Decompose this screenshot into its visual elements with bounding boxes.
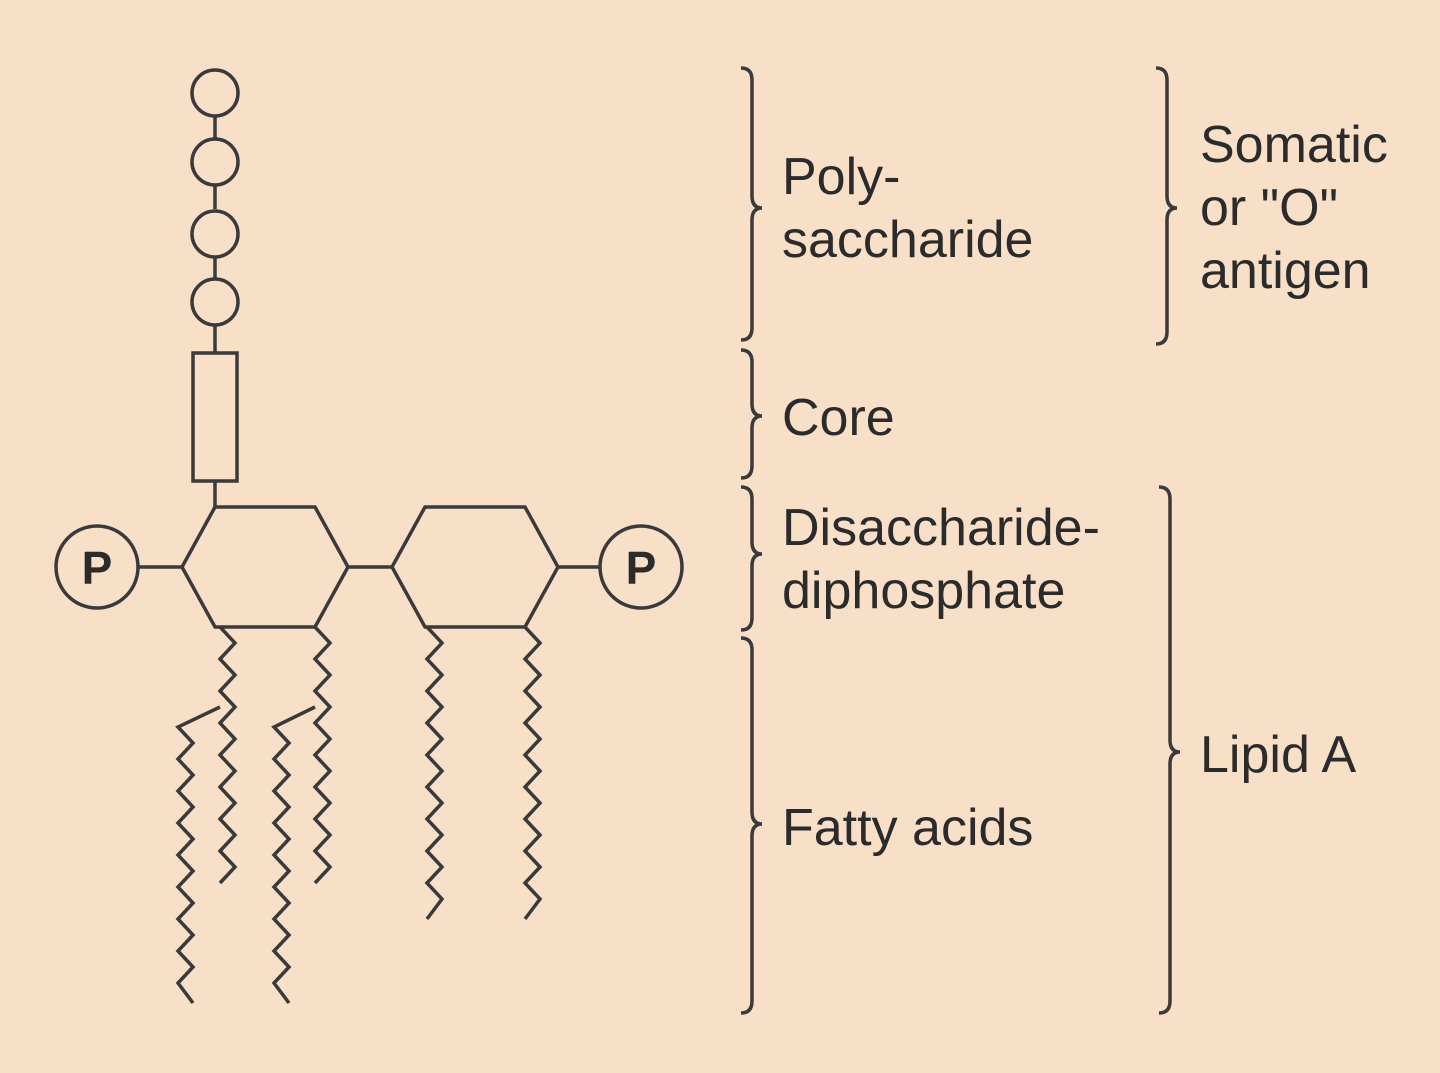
fatty-acid-chain-4 (271, 705, 316, 1005)
label-disaccharide-line2: diphosphate (782, 562, 1065, 620)
label-lipid-a: Lipid A (1200, 726, 1356, 784)
fatty-acid-chain-6 (522, 625, 543, 921)
bracket-somatic-antigen (1155, 66, 1178, 346)
label-disaccharide-line1: Disaccharide- (782, 499, 1100, 557)
label-somatic-line3: antigen (1200, 242, 1371, 300)
bracket-fatty-acids (740, 636, 763, 1015)
bracket-lipid-a (1158, 485, 1181, 1015)
hexagon-right (390, 505, 560, 629)
fatty-acid-chain-2 (175, 705, 221, 1005)
sugar-unit-3 (190, 209, 240, 259)
bracket-disaccharide (740, 485, 763, 632)
sugar-unit-4 (190, 277, 240, 327)
bracket-polysaccharide (740, 66, 763, 342)
sugar-unit-2 (190, 137, 240, 187)
label-somatic-line2: or "O" (1200, 179, 1338, 237)
label-polysaccharide-line2: saccharide (782, 211, 1033, 269)
label-core: Core (782, 389, 895, 447)
phosphate-circle-left (54, 524, 140, 610)
label-somatic-line1: Somatic (1200, 116, 1388, 174)
fatty-acid-chain-1 (217, 625, 238, 885)
fatty-acid-chain-3 (312, 625, 333, 885)
phosphate-label-left: P (82, 542, 113, 594)
sugar-unit-1 (190, 68, 240, 118)
label-fatty-acids: Fatty acids (782, 799, 1033, 857)
fatty-acid-chain-5 (424, 625, 445, 921)
phosphate-label-right: P (626, 542, 657, 594)
hexagon-left (180, 505, 350, 629)
bracket-core (740, 348, 763, 480)
core-block (191, 351, 239, 483)
phosphate-circle-right (598, 524, 684, 610)
label-polysaccharide-line1: Poly- (782, 148, 900, 206)
